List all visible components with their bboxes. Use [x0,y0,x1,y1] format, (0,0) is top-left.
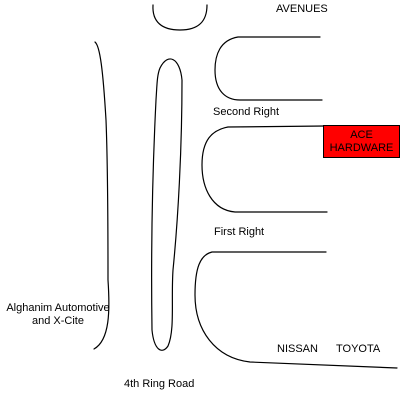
alghanim-label-line1: Alghanim Automotive [6,302,110,314]
alghanim-label: Alghanim Automotive and X-Cite [2,302,114,328]
second-right-label: Second Right [213,106,280,118]
avenues-label: AVENUES [276,3,328,15]
ace-hardware-line2: HARDWARE [329,141,394,154]
bottom-right-block-outline [194,251,398,369]
toyota-label: TOYOTA [336,343,381,355]
top-right-block-outline [214,36,323,101]
center-island-outline [151,58,183,351]
ring-road-label: 4th Ring Road [124,378,195,390]
ace-hardware-store: ACE HARDWARE [323,125,400,158]
left-road-outline [93,41,110,350]
alghanim-label-line2: and X-Cite [32,315,84,327]
ace-hardware-line1: ACE [350,128,373,141]
nissan-label: NISSAN [277,343,318,355]
first-right-label: First Right [214,226,265,238]
top-road-outline [152,4,208,31]
middle-right-block-outline [201,125,328,213]
